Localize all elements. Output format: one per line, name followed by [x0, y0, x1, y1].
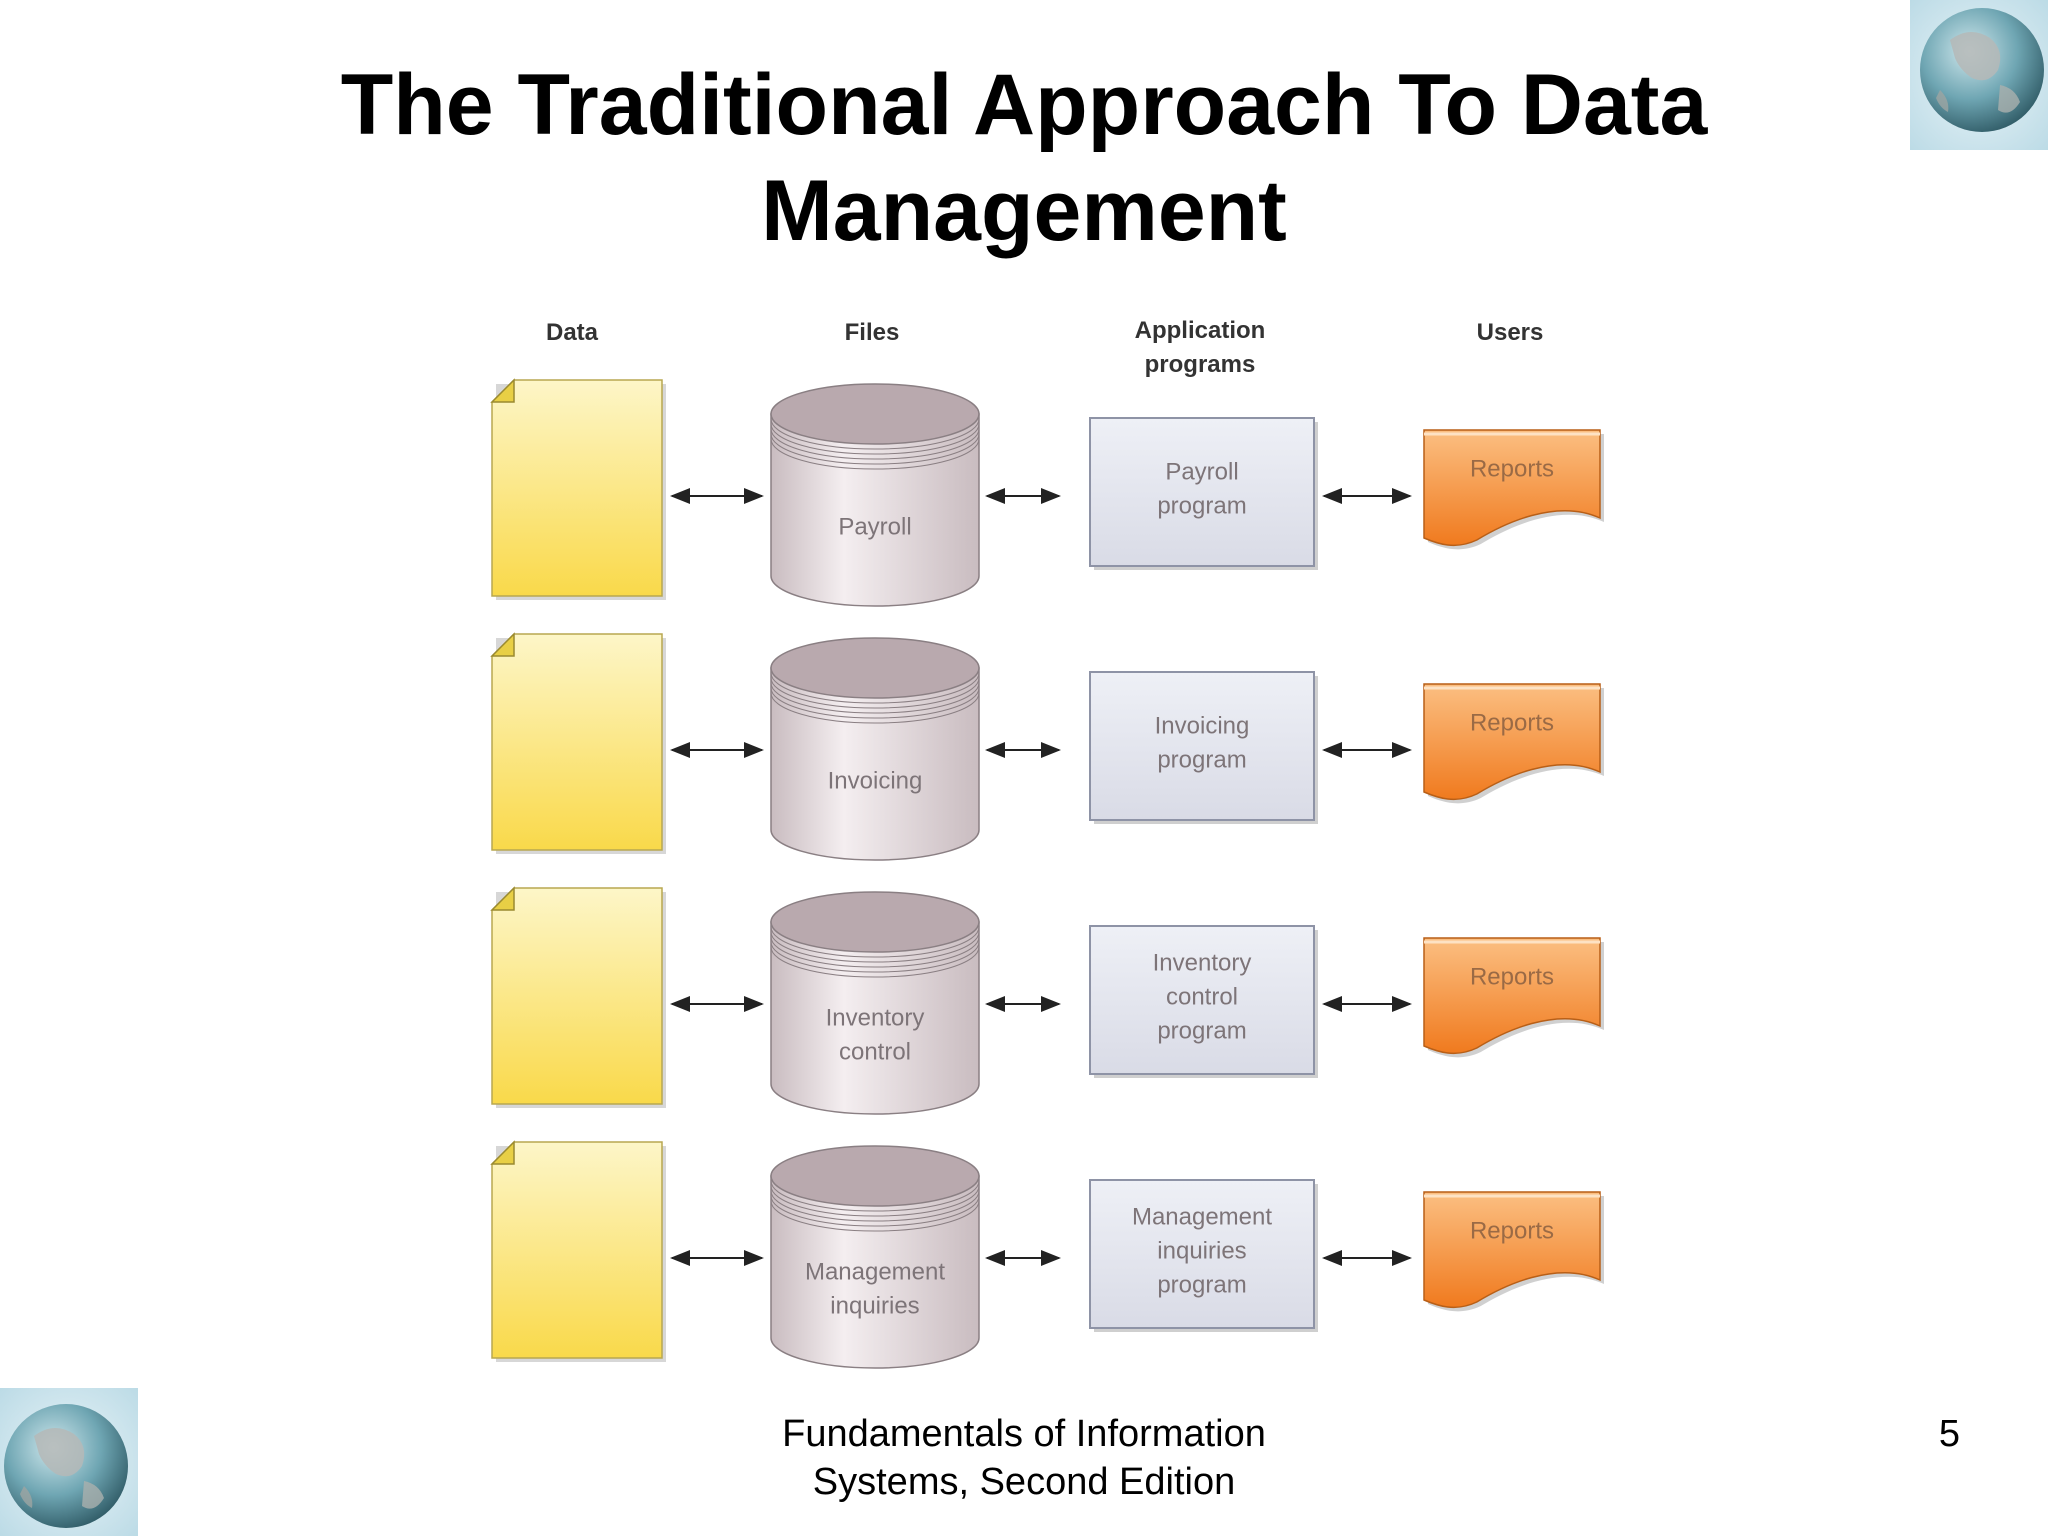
- file-cylinder-icon: [770, 1145, 980, 1369]
- report-label: Reports: [1470, 1217, 1554, 1244]
- report-label: Reports: [1470, 963, 1554, 990]
- file-cylinder-icon: [770, 637, 980, 861]
- title-line-1: The Traditional Approach To Data: [340, 57, 1708, 153]
- program-box-icon: [1089, 671, 1318, 824]
- column-header: Data: [546, 319, 599, 346]
- file-cylinder-icon: [770, 891, 980, 1115]
- report-label: Reports: [1470, 455, 1554, 482]
- program-box-icon: [1089, 417, 1318, 570]
- report-icon: [1423, 429, 1604, 550]
- globe-icon: [1910, 0, 2048, 150]
- report-icon: [1423, 683, 1604, 804]
- column-header: Files: [845, 319, 900, 346]
- report-icon: [1423, 937, 1604, 1058]
- file-cylinder-icon: [770, 383, 980, 607]
- data-document-icon: [490, 886, 666, 1108]
- footer-line-2: Systems, Second Edition: [812, 1461, 1236, 1503]
- program-box-icon: [1089, 925, 1318, 1078]
- report-label: Reports: [1470, 709, 1554, 736]
- file-label: Payroll: [838, 513, 911, 540]
- data-document-icon: [490, 378, 666, 600]
- column-header: Users: [1477, 319, 1544, 346]
- footer-text: Fundamentals of Information Systems, Sec…: [640, 1410, 1408, 1506]
- page-title: The Traditional Approach To Data Managem…: [240, 52, 1808, 264]
- data-document-icon: [490, 1140, 666, 1362]
- footer-line-1: Fundamentals of Information: [782, 1413, 1266, 1455]
- data-document-icon: [490, 632, 666, 854]
- page-number: 5: [1938, 1413, 1960, 1455]
- file-label: Invoicing: [828, 767, 923, 794]
- globe-icon: [0, 1388, 138, 1536]
- report-icon: [1423, 1191, 1604, 1312]
- program-box-icon: [1089, 1179, 1318, 1332]
- title-line-2: Management: [761, 163, 1287, 259]
